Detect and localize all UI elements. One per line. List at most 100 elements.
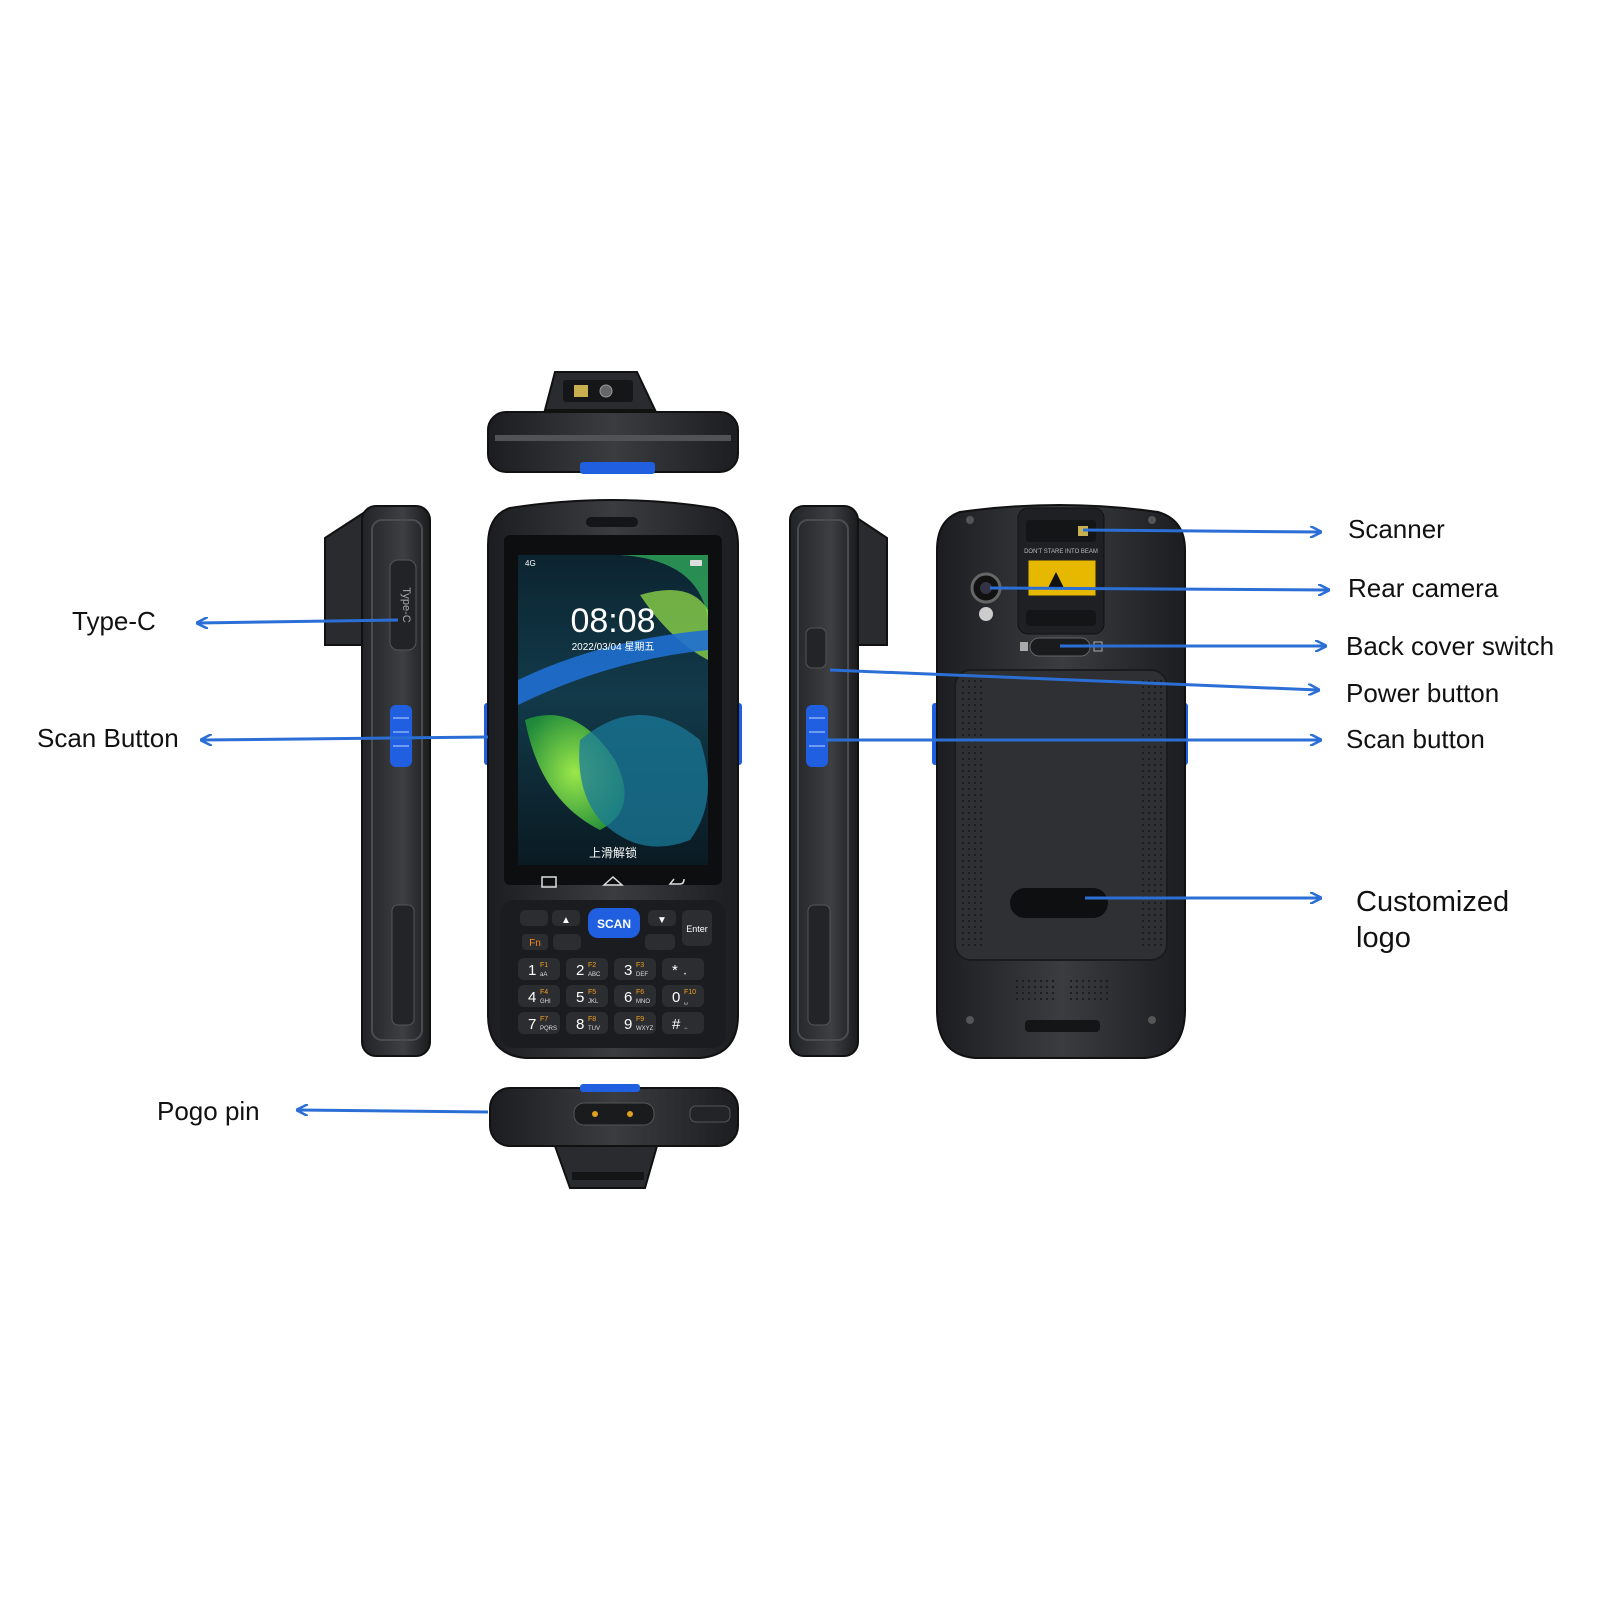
keypad-key-number: * (672, 962, 678, 979)
keypad-key-letters: ␣ (684, 999, 688, 1005)
status-bar-network: 4G (525, 559, 536, 568)
top-scan-key-icon (580, 462, 655, 474)
keypad-key-number: 3 (624, 962, 632, 979)
keypad-key-letters: − (684, 1026, 688, 1032)
keypad-key[interactable] (662, 985, 704, 1007)
keypad-key-letters: • (684, 972, 686, 978)
battery-icon (690, 560, 702, 566)
menu-icon[interactable] (541, 876, 557, 888)
keypad-key-fn: F9 (636, 1016, 644, 1023)
arrow-rear-camera (989, 588, 1328, 590)
unlock-hint: 上滑解锁 (589, 845, 637, 860)
keypad-key[interactable] (662, 958, 704, 980)
backspace-key[interactable] (520, 910, 548, 926)
label-customized-logo-line2: logo (1356, 922, 1411, 955)
side-port-label: Type-C (400, 587, 412, 623)
callout-arrows (198, 530, 1328, 1112)
keypad-key-number: 7 (528, 1016, 536, 1033)
svg-text:▼: ▼ (657, 915, 667, 926)
label-rear-camera: Rear camera (1348, 573, 1499, 603)
keypad-key-fn: F2 (588, 962, 596, 969)
laser-warning-text: DON'T STARE INTO BEAM (1024, 549, 1098, 555)
keypad-key-letters: aA (540, 972, 547, 978)
right-key[interactable] (645, 934, 675, 950)
scan-key[interactable] (588, 908, 640, 938)
back-view: DON'T STARE INTO BEAM (932, 504, 1188, 1059)
keypad-key[interactable] (662, 1012, 704, 1034)
keypad-key-number: 5 (576, 989, 584, 1006)
keypad-key-letters: ABC (588, 972, 601, 978)
arrow-type-c (198, 620, 399, 623)
keypad-key-letters: JKL (588, 999, 599, 1005)
keypad-key-fn: F5 (588, 989, 596, 996)
keypad-key-fn: F7 (540, 1016, 548, 1023)
label-back-cover-switch: Back cover switch (1346, 631, 1555, 661)
right-scan-key-icon (806, 705, 828, 767)
keypad-key-letters: WXYZ (636, 1026, 654, 1032)
keypad-key-letters: MNO (636, 999, 650, 1005)
keypad-key[interactable] (566, 1012, 608, 1034)
keypad-key-fn: F4 (540, 989, 548, 996)
scanner-window-icon (574, 385, 588, 397)
enter-key[interactable] (682, 910, 712, 946)
laser-warning-label (1027, 559, 1097, 597)
keypad-key-number: 0 (672, 989, 680, 1006)
keypad-key-letters: DEF (636, 972, 648, 978)
arrow-pogo-pin (298, 1110, 489, 1112)
keypad-key-number: 8 (576, 1016, 584, 1033)
keypad-key-letters: PQRS (540, 1026, 557, 1032)
left-scan-key-icon (390, 705, 412, 767)
fn-key[interactable] (522, 934, 548, 950)
label-power-button: Power button (1346, 678, 1500, 708)
keypad-key[interactable] (518, 985, 560, 1007)
arrow-scan-button-left (202, 737, 489, 740)
pogo-pin-icon (592, 1111, 598, 1117)
fn-key-label: Fn (529, 938, 541, 949)
keypad-key[interactable] (518, 958, 560, 980)
back-icon[interactable] (668, 878, 685, 885)
keypad-key-number: 4 (528, 989, 536, 1006)
left-key[interactable] (553, 934, 581, 950)
top-view (487, 371, 739, 474)
label-scan-button-left: Scan Button (37, 723, 179, 753)
left-side-view: Type-C (324, 505, 431, 1057)
label-scanner: Scanner (1348, 514, 1445, 544)
keypad-key[interactable] (614, 958, 656, 980)
keypad-key-fn: F3 (636, 962, 644, 969)
lock-screen-time: 08:08 (570, 602, 655, 640)
keypad-key[interactable] (614, 1012, 656, 1034)
arrow-scanner (1082, 530, 1320, 532)
lock-screen-date: 2022/03/04 星期五 (572, 641, 655, 653)
enter-key-label: Enter (686, 924, 708, 934)
keypad-key[interactable] (518, 1012, 560, 1034)
keypad-key[interactable] (566, 958, 608, 980)
keypad-key[interactable] (614, 985, 656, 1007)
keypad-key-number: 1 (528, 962, 536, 979)
front-view: 4G 08:08 2022/03/04 星期五 上滑解锁 ▲ SCAN ▼ En… (484, 499, 742, 1059)
up-key[interactable] (552, 910, 580, 926)
right-side-view (789, 505, 888, 1057)
home-icon[interactable] (602, 875, 624, 886)
keypad-key-number: 2 (576, 962, 584, 979)
flash-icon (979, 607, 993, 621)
keypad-key[interactable] (566, 985, 608, 1007)
keypad-key-fn: F1 (540, 962, 548, 969)
down-key[interactable] (648, 910, 676, 926)
label-type-c: Type-C (72, 606, 156, 636)
label-scan-button-right: Scan button (1346, 724, 1485, 754)
keypad-key-number: # (672, 1016, 681, 1033)
logo-area (1010, 888, 1108, 918)
svg-text:▲: ▲ (561, 915, 571, 926)
keypad-key-fn: F8 (588, 1016, 596, 1023)
keypad-key-fn: F10 (684, 989, 696, 996)
label-pogo-pin: Pogo pin (157, 1096, 260, 1126)
label-customized-logo: Customized logo (1356, 884, 1509, 957)
pogo-pin-icon (627, 1111, 633, 1117)
scan-key-label: SCAN (597, 917, 631, 931)
label-customized-logo-line1: Customized (1356, 886, 1510, 918)
keypad-key-fn: F6 (636, 989, 644, 996)
keypad-key-letters: GHI (540, 999, 551, 1005)
